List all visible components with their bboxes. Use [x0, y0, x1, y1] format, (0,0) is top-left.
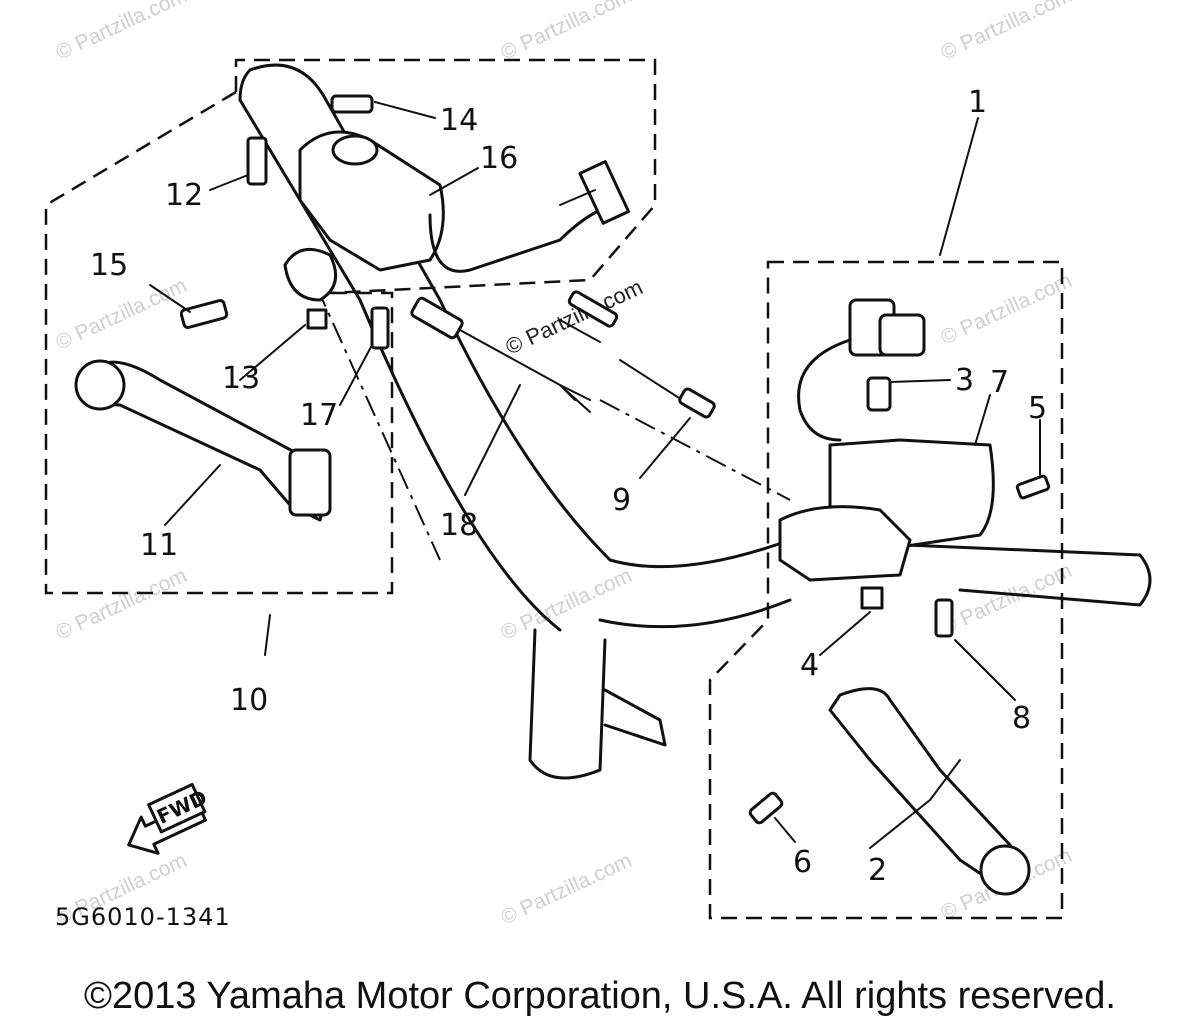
callout-6: 6 [793, 845, 812, 880]
watermark: © Partzilla.com [52, 274, 190, 355]
small-parts-right [748, 474, 1051, 825]
nut-13 [306, 308, 328, 330]
watermark: © Partzilla.com [497, 0, 635, 65]
screw-14 [330, 94, 374, 114]
callout-4: 4 [800, 648, 819, 683]
switch-cables [410, 290, 716, 419]
left-lever-holder [283, 130, 631, 302]
small-parts-left [179, 94, 390, 350]
callout-2: 2 [868, 853, 887, 888]
watermark: © Partzilla.com [52, 564, 190, 645]
bolt-8 [934, 598, 954, 638]
watermark: © Partzilla.com [497, 849, 635, 930]
callout-15: 15 [90, 248, 128, 283]
callout-10: 10 [230, 683, 268, 718]
callout-9: 9 [612, 483, 631, 518]
callout-1: 1 [968, 85, 987, 120]
bolt-6 [748, 791, 784, 825]
screw-5 [1015, 474, 1051, 500]
bolt-17 [370, 306, 390, 350]
callout-14: 14 [440, 103, 478, 138]
callout-18: 18 [440, 508, 478, 543]
callout-16: 16 [480, 141, 518, 176]
callout-5: 5 [1028, 391, 1047, 426]
left-lever [74, 359, 332, 522]
callout-13: 13 [222, 361, 260, 396]
callouts: 1 2 3 4 5 6 7 8 9 10 11 12 13 14 15 16 1… [90, 85, 1047, 888]
copyright-notice: ©2013 Yamaha Motor Corporation, U.S.A. A… [84, 975, 1116, 1017]
right-lever [828, 687, 1031, 896]
watermark-center: © Partzilla.com [502, 274, 647, 359]
group-box-10 [44, 58, 657, 595]
watermark: © Partzilla.com [497, 564, 635, 645]
watermark: © Partzilla.com [937, 0, 1075, 65]
fwd-arrow: FWD [127, 782, 211, 855]
callout-7: 7 [990, 365, 1009, 400]
callout-17: 17 [300, 398, 338, 433]
callout-12: 12 [165, 178, 203, 213]
bolt-15 [179, 299, 229, 329]
leader-lines [149, 101, 1041, 849]
callout-3: 3 [955, 363, 974, 398]
nut-4 [860, 586, 884, 610]
watermark: © Partzilla.com [52, 0, 190, 65]
diagram-code: 5G6010-1341 [55, 903, 231, 931]
watermark: © Partzilla.com [937, 269, 1075, 350]
right-lever-holder [778, 298, 995, 582]
group-box-1 [708, 260, 1064, 920]
callout-11: 11 [140, 528, 178, 563]
bolt-12 [246, 136, 268, 186]
callout-8: 8 [1012, 701, 1031, 736]
